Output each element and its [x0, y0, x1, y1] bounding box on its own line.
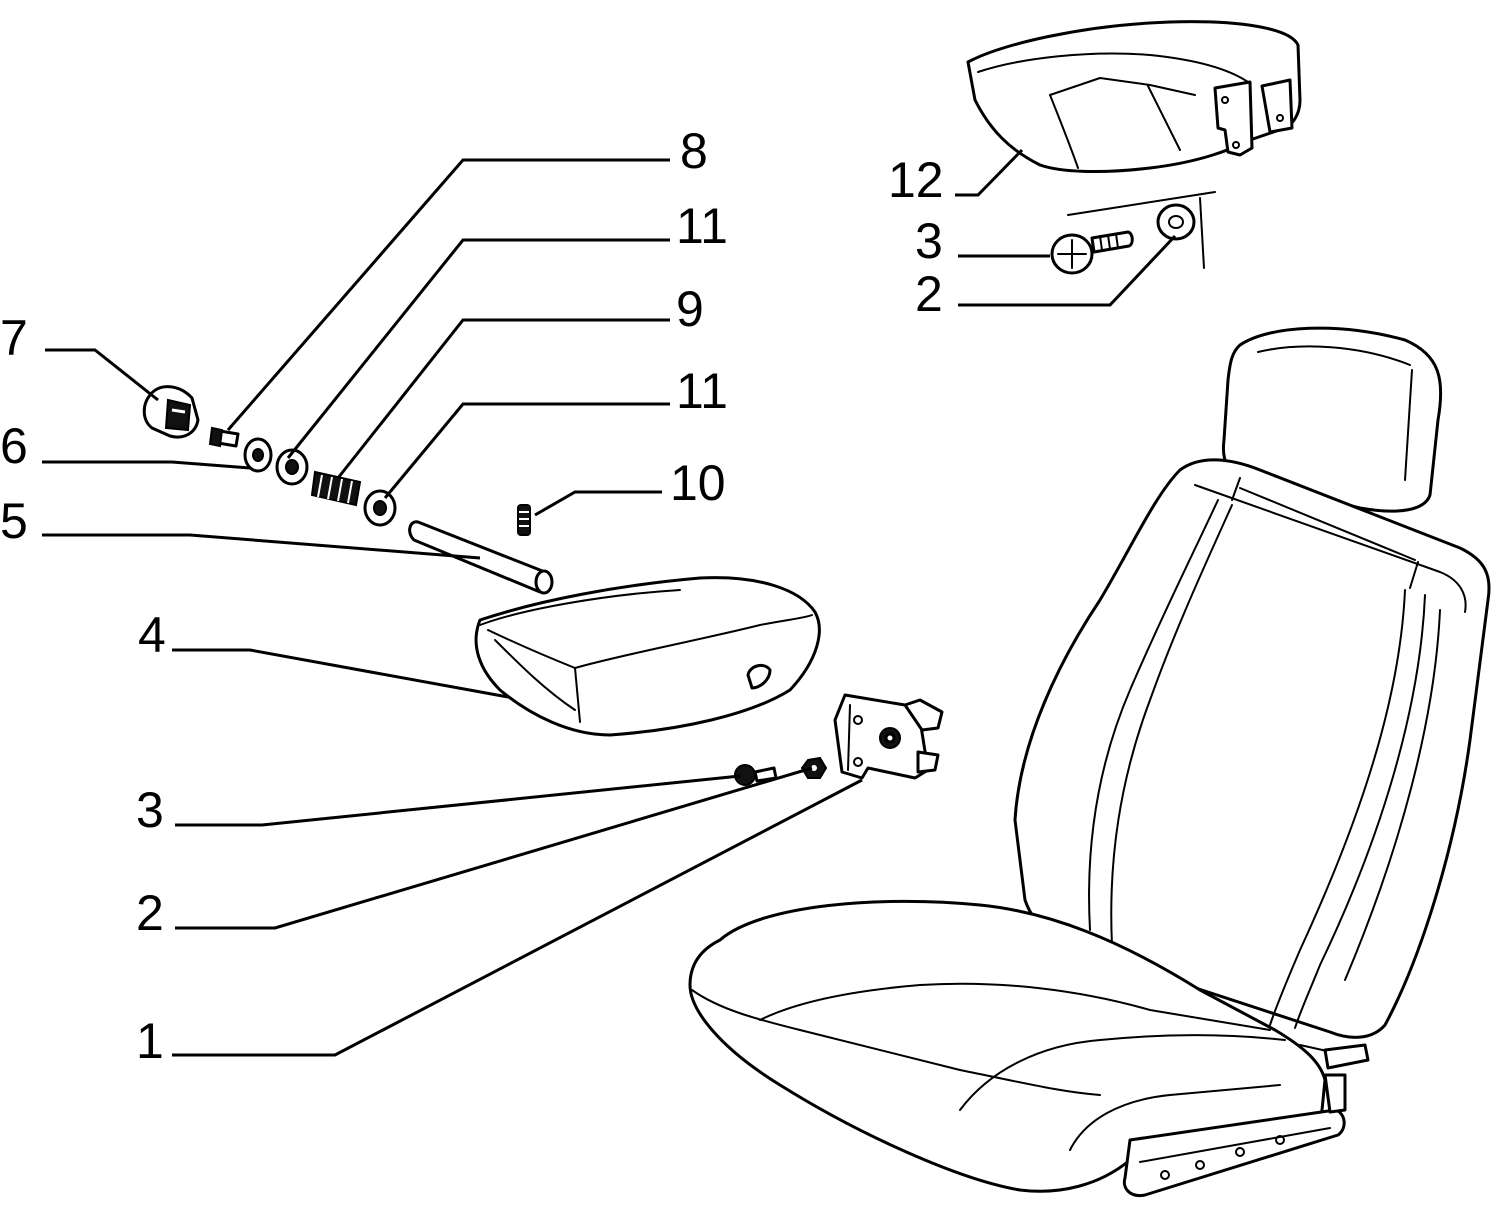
- callout-4: 4: [138, 607, 166, 663]
- callout-11b: 11: [676, 363, 728, 419]
- callout-2: 2: [136, 885, 164, 941]
- leader-1: [172, 778, 863, 1057]
- seat-illustration: [688, 326, 1491, 1198]
- callout-9: 9: [676, 281, 704, 337]
- callout-2b: 2: [915, 266, 943, 322]
- seat-rail: [1122, 1108, 1346, 1198]
- callout-12: 12: [888, 152, 944, 208]
- small-spring: [517, 504, 531, 536]
- callout-3b: 3: [915, 213, 943, 269]
- callout-7: 7: [0, 310, 28, 366]
- leader-5: [42, 533, 481, 560]
- leader-8: [226, 158, 670, 431]
- upper-screw: [1050, 230, 1134, 275]
- leader-7: [45, 348, 159, 402]
- leader-12: [955, 148, 1024, 197]
- callout-3: 3: [136, 782, 164, 838]
- seat-headrest: [1221, 326, 1443, 513]
- leader-9: [336, 318, 670, 479]
- lower-nut: [800, 756, 828, 779]
- leader-lines: [42, 148, 1177, 1057]
- leader-11a: [286, 238, 670, 459]
- callout-5: 5: [0, 493, 28, 549]
- seat-backrest: [1013, 458, 1491, 1039]
- leader-6: [42, 460, 251, 470]
- washer-lower: [363, 489, 397, 527]
- washer-upper: [275, 448, 309, 486]
- leader-10: [534, 490, 662, 517]
- leader-4: [172, 648, 509, 699]
- callout-11a: 11: [676, 198, 728, 254]
- bushing: [243, 437, 273, 473]
- callout-6: 6: [0, 418, 28, 474]
- callout-10: 10: [670, 455, 726, 511]
- leader-2b: [958, 234, 1177, 307]
- latch-bracket: [833, 693, 944, 780]
- armrest-lower: [474, 576, 821, 737]
- armrest-upper: [966, 20, 1302, 269]
- callout-8: 8: [680, 123, 708, 179]
- coil-spring: [310, 470, 362, 507]
- callout-1: 1: [136, 1013, 164, 1069]
- callout-labels: 8 11 9 11 10 7 6 5 4 3 2 1 12 3 2: [0, 123, 944, 1069]
- leader-2: [175, 766, 813, 930]
- leader-11b: [383, 402, 670, 499]
- knob-screw: [208, 426, 240, 448]
- leader-3: [175, 774, 741, 827]
- upper-washer: [1156, 203, 1196, 241]
